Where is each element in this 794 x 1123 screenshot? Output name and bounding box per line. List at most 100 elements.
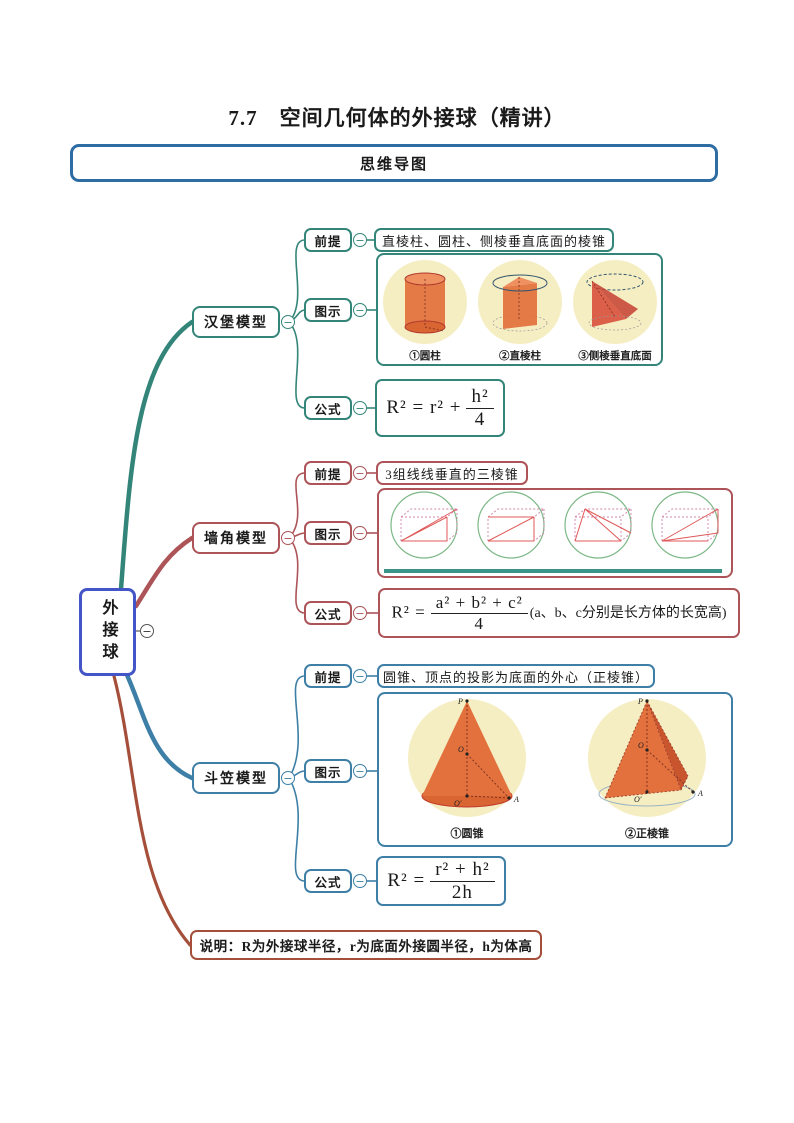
fraction-denominator: 4 (474, 613, 484, 633)
collapse-icon: − (281, 771, 295, 785)
diagram-tag-label: 图示 (314, 304, 342, 319)
collapse-icon: − (353, 606, 367, 620)
premise-text-hamburger: 直棱柱、圆柱、侧棱垂直底面的棱锥 (374, 228, 614, 252)
point-label-P: P (457, 697, 463, 706)
collapse-icon: − (353, 526, 367, 540)
premise-text-corner: 3组线线垂直的三棱锥 (376, 461, 528, 485)
point-label-O-foot: O′ (454, 799, 462, 808)
premise-tag-label: 前提 (314, 670, 342, 685)
pyramid-in-sphere-figure: P O O′ A ②正棱锥 (588, 697, 706, 840)
figure-caption: ③侧棱垂直底面 (578, 349, 652, 362)
diagram-tag-hamburger: 图示 (304, 298, 352, 322)
root-node-label: 外接球 (99, 599, 117, 665)
premise-text: 圆锥、顶点的投影为底面的外心（正棱锥） (382, 669, 649, 685)
model-node-hat: 斗笠模型 (192, 762, 280, 794)
corner-figures (384, 491, 722, 573)
formula-lhs: R² = (387, 869, 426, 891)
model-node-corner: 墙角模型 (192, 522, 280, 554)
fraction-numerator: a² + b² + c² (430, 593, 528, 614)
branch-curve-corner (133, 535, 195, 609)
cuboid-in-sphere-figure-3 (564, 491, 633, 559)
figure-caption: ②正棱锥 (625, 826, 669, 840)
diagram-box-corner (377, 488, 733, 578)
diagram-underline-bar (384, 569, 722, 573)
collapse-icon: − (281, 531, 295, 545)
branch-curve-note (112, 674, 192, 947)
premise-tag-hamburger: 前提 (304, 228, 352, 252)
diagram-tag-label: 图示 (314, 765, 342, 780)
collapse-icon: − (353, 669, 367, 683)
cuboid-in-sphere-figure-1 (390, 491, 459, 559)
collapse-icon: − (353, 466, 367, 480)
diagram-tag-corner: 图示 (304, 521, 352, 545)
hamburger-figures: ①圆柱 ②直棱柱 ③侧棱垂直底面 (383, 260, 657, 362)
section-header-box: 思维导图 (70, 144, 718, 182)
formula-tag-label: 公式 (314, 402, 342, 417)
diagram-tag-hat: 图示 (304, 759, 352, 783)
formula-tag-corner: 公式 (304, 601, 352, 625)
root-node: 外接球 (79, 588, 136, 676)
model-node-hamburger: 汉堡模型 (192, 306, 280, 338)
collapse-icon: − (353, 401, 367, 415)
hat-figures: P O O′ A ①圆锥 P O O′ A ②正棱锥 (408, 697, 706, 840)
fraction-denominator: 4 (474, 408, 486, 430)
hamburger-subcurves (288, 239, 376, 409)
formula-tag-label: 公式 (314, 875, 342, 890)
root-collapse-icon: − (140, 624, 154, 638)
collapse-icon: − (353, 764, 367, 778)
formula-tag-hat: 公式 (304, 869, 352, 893)
cylinder-in-sphere-figure: ①圆柱 (383, 260, 467, 362)
formula-tag-label: 公式 (314, 607, 342, 622)
cuboid-in-sphere-figure-4 (651, 491, 720, 559)
diagram-box-hat: P O O′ A ①圆锥 P O O′ A ②正棱锥 (377, 692, 733, 847)
premise-tag-hat: 前提 (304, 664, 352, 688)
fraction-numerator: r² + h² (430, 859, 495, 882)
fraction-numerator: h² (466, 386, 494, 409)
model-label: 斗笠模型 (204, 772, 268, 787)
branch-curve-hamburger (118, 319, 195, 592)
collapse-icon: − (281, 315, 295, 329)
diagram-tag-label: 图示 (314, 527, 342, 542)
point-label-O: O (638, 741, 644, 750)
figure-caption: ①圆锥 (451, 826, 484, 840)
premise-text-hat: 圆锥、顶点的投影为底面的外心（正棱锥） (377, 664, 655, 688)
page-title: 7.7 空间几何体的外接球（精讲） (228, 106, 566, 130)
point-label-P: P (637, 697, 643, 706)
model-label: 墙角模型 (204, 532, 268, 547)
point-label-O-foot: O′ (634, 795, 642, 804)
prism-in-sphere-figure: ②直棱柱 (478, 260, 562, 362)
note-box: 说明：R为外接球半径，r为底面外接圆半径，h为体高 (190, 930, 542, 960)
pyramid-lateral-edge-figure: ③侧棱垂直底面 (573, 260, 657, 362)
branch-curve-hat (124, 672, 195, 781)
model-label: 汉堡模型 (204, 316, 268, 331)
fraction-denominator: 2h (451, 881, 473, 903)
collapse-icon: − (353, 874, 367, 888)
figure-caption: ①圆柱 (409, 349, 441, 362)
collapse-icon: − (353, 303, 367, 317)
cuboid-in-sphere-figure-2 (477, 491, 546, 559)
section-header-label: 思维导图 (359, 156, 428, 173)
diagram-box-hamburger: ①圆柱 ②直棱柱 ③侧棱垂直底面 (376, 253, 663, 366)
point-label-O: O (458, 745, 464, 754)
premise-text: 3组线线垂直的三棱锥 (385, 466, 519, 482)
point-label-A: A (513, 795, 519, 804)
formula-lhs: R² = r² + (386, 396, 462, 418)
cone-in-sphere-figure: P O O′ A ①圆锥 (408, 697, 526, 840)
formula-note: (a、b、c分别是长方体的长宽高) (529, 605, 727, 621)
premise-tag-corner: 前提 (304, 461, 352, 485)
collapse-icon: − (353, 233, 367, 247)
figure-caption: ②直棱柱 (499, 349, 541, 362)
point-label-A: A (697, 789, 703, 798)
premise-tag-label: 前提 (314, 467, 342, 482)
